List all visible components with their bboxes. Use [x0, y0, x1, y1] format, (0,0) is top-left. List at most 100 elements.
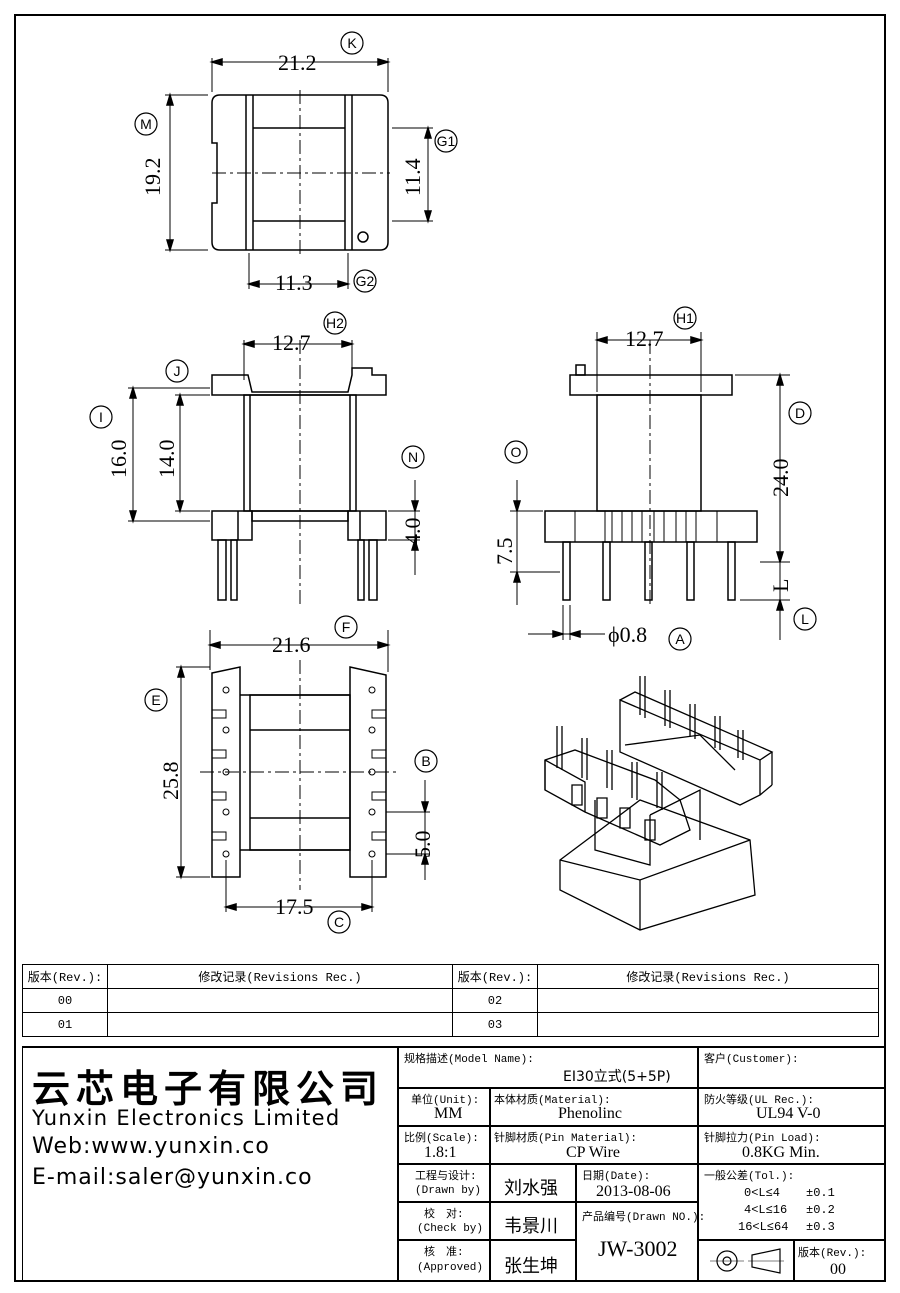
dim-top-width: 21.2 [278, 50, 317, 75]
drawn-label-cn: 工程与设计: [415, 1171, 477, 1183]
company-name-en: Yunxin Electronics Limited [32, 1106, 341, 1130]
drawn-by-value: 刘水强 [504, 1178, 558, 1199]
bubble-O: O [504, 440, 528, 464]
revisions-row: 01 03 [22, 1012, 879, 1037]
tol-range-2: 16<L≤64 [738, 1220, 789, 1234]
rev-label: 版本(Rev.): [798, 1248, 867, 1260]
dim-pin-diameter: ϕ0.8 [608, 622, 648, 647]
rec-cell [537, 988, 879, 1013]
date-value: 2013-08-06 [596, 1183, 671, 1200]
tol-range-1: 4<L≤16 [744, 1203, 788, 1217]
dim-side-left-top: 12.7 [272, 330, 311, 355]
rev-cell [794, 1240, 886, 1282]
rev-header-right: 版本(Rev.): [452, 964, 538, 989]
tol-value-1: ±0.2 [806, 1203, 835, 1217]
model-cell [398, 1046, 698, 1088]
svg-text:B: B [421, 753, 430, 769]
material-label: 本体材质(Material): [494, 1095, 611, 1107]
drawing-views [128, 57, 790, 931]
pin-load-label: 针脚拉力(Pin Load): [704, 1133, 821, 1145]
check-label-cn: 校 对: [424, 1209, 464, 1221]
bubble-G1: G1 [434, 129, 458, 153]
scale-label: 比例(Scale): [404, 1133, 479, 1145]
rev-header-left: 版本(Rev.): [22, 964, 108, 989]
unit-value: MM [434, 1105, 463, 1122]
bubble-N: N [401, 445, 425, 469]
svg-text:F: F [342, 619, 351, 635]
tolerance-cell [698, 1164, 886, 1240]
projection-symbol-icon [710, 1248, 784, 1274]
title-block-border [22, 1046, 886, 1282]
rev-cell: 03 [452, 1012, 538, 1037]
tolerance-label: 一般公差(Tol.): [704, 1171, 795, 1183]
svg-text:M: M [140, 116, 152, 132]
dim-bottom-width: 21.6 [272, 632, 311, 657]
bubble-K: K [340, 31, 364, 55]
svg-text:K: K [347, 35, 357, 51]
svg-text:H1: H1 [676, 310, 694, 326]
bubble-H1: H1 [673, 306, 697, 330]
pin-material-cell [490, 1126, 698, 1164]
tol-range-0: 0<L≤4 [744, 1186, 781, 1200]
svg-text:L: L [801, 611, 809, 627]
drawn-no-label: 产品编号(Drawn NO.): [582, 1212, 706, 1224]
pin-material-label: 针脚材质(Pin Material): [494, 1133, 638, 1145]
bubble-A: A [668, 627, 692, 651]
company-website: Web:www.yunxin.co [32, 1134, 270, 1159]
check-by-value: 韦景川 [504, 1216, 558, 1237]
svg-text:H2: H2 [326, 315, 344, 331]
dim-bottom-span: 17.5 [275, 894, 314, 919]
ul-label: 防火等级(UL Rec.): [704, 1095, 815, 1107]
svg-text:C: C [334, 914, 344, 930]
bubble-J: J [165, 359, 189, 383]
rec-header-right: 修改记录(Revisions Rec.) [537, 964, 879, 989]
title-block: 规格描述(Model Name): EI30立式(5+5P) 客户(Custom… [22, 1046, 886, 1282]
svg-text:O: O [511, 444, 522, 460]
projection-cell [698, 1240, 794, 1282]
rec-cell [537, 1012, 879, 1037]
svg-text:D: D [795, 405, 805, 421]
bubble-F: F [334, 615, 358, 639]
svg-text:N: N [408, 449, 418, 465]
dim-side-right-top: 12.7 [625, 326, 664, 351]
ul-value: UL94 V-0 [756, 1105, 821, 1122]
bubble-E: E [144, 688, 168, 712]
bubble-M: M [134, 112, 158, 136]
date-label: 日期(Date): [582, 1171, 651, 1183]
drawn-sig-cell [490, 1164, 576, 1202]
bubble-B: B [414, 749, 438, 773]
svg-text:J: J [174, 363, 181, 379]
bottom-view [176, 630, 430, 912]
customer-label: 客户(Customer): [704, 1054, 799, 1066]
rec-cell [107, 1012, 453, 1037]
date-cell [576, 1164, 698, 1202]
revisions-table: 版本(Rev.): 修改记录(Revisions Rec.) 版本(Rev.):… [22, 964, 879, 1037]
approved-by-value: 张生坤 [504, 1256, 558, 1277]
svg-text:I: I [99, 409, 103, 425]
svg-text:G2: G2 [356, 273, 375, 289]
pin-load-value: 0.8KG Min. [742, 1144, 820, 1161]
drawn-cell [398, 1164, 490, 1202]
reference-bubbles: K M G1 G2 H2 H1 J I N O D L A F E B C [89, 31, 817, 934]
pin-load-cell [698, 1126, 886, 1164]
scale-cell [398, 1126, 490, 1164]
svg-text:E: E [151, 692, 160, 708]
company-block: 云芯电子有限公司 Yunxin Electronics Limited Web:… [22, 1048, 397, 1281]
approved-label-cn: 核 准: [424, 1247, 464, 1259]
pin-material-value: CP Wire [566, 1144, 621, 1161]
approved-cell [398, 1240, 490, 1282]
unit-cell [398, 1088, 490, 1126]
bubble-G2: G2 [353, 269, 377, 293]
bubble-C: C [327, 910, 351, 934]
bubble-H2: H2 [323, 311, 347, 335]
unit-label: 单位(Unit): [411, 1095, 480, 1107]
dim-top-slot-width: 11.3 [275, 270, 313, 295]
svg-text:G1: G1 [437, 133, 456, 149]
top-view [165, 57, 433, 289]
rec-header-left: 修改记录(Revisions Rec.) [107, 964, 453, 989]
rev-cell: 00 [22, 988, 108, 1013]
tol-value-2: ±0.3 [806, 1220, 835, 1234]
material-cell [490, 1088, 698, 1126]
ul-cell [698, 1088, 886, 1126]
side-view-left [128, 339, 420, 605]
